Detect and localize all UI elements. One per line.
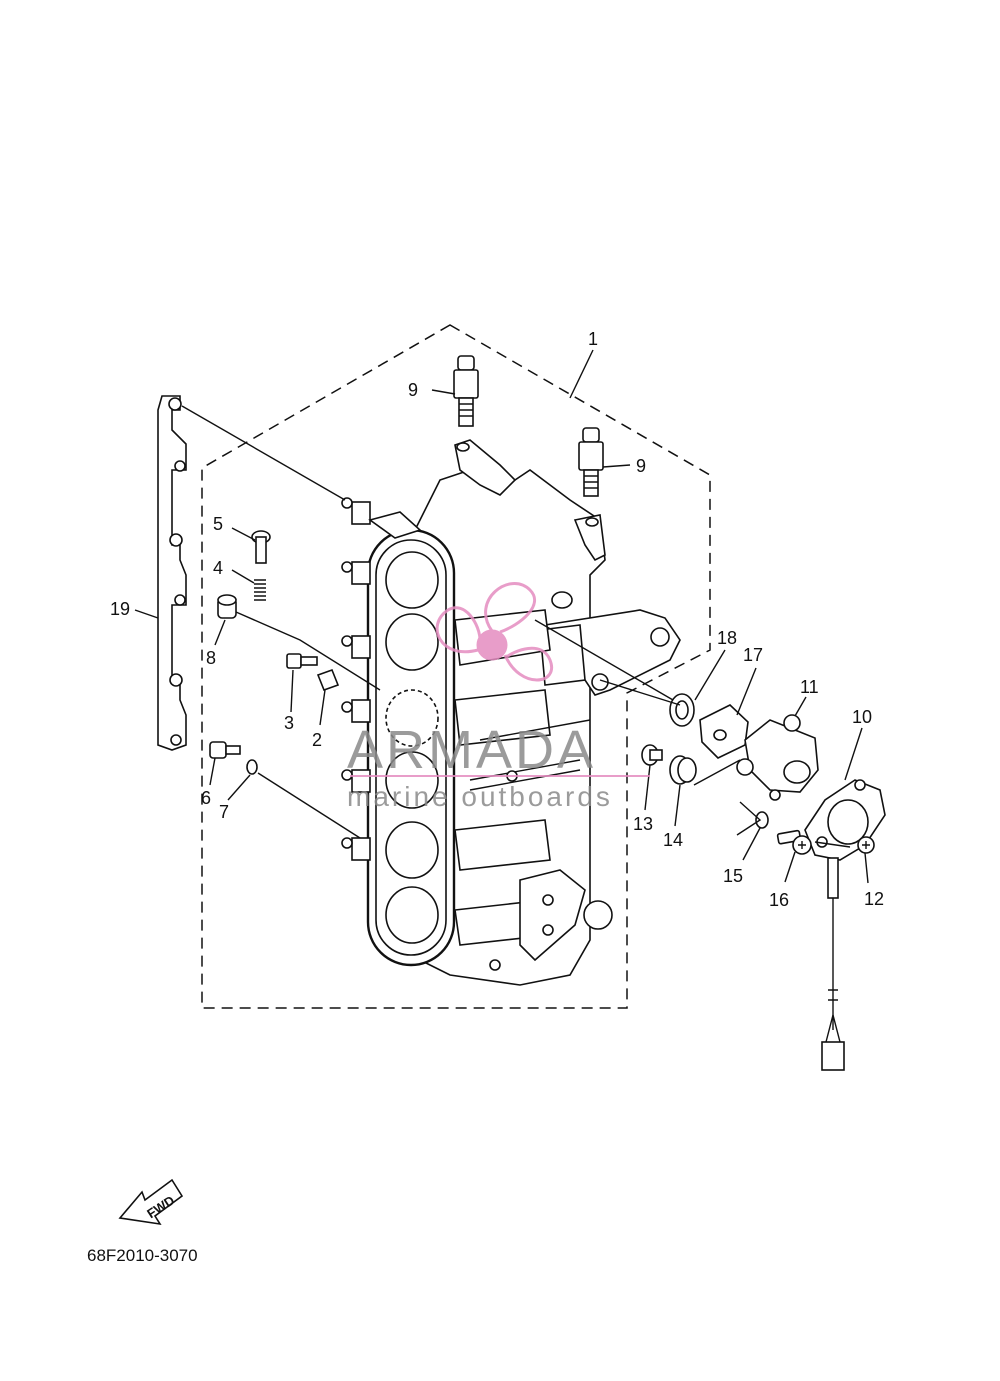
assembly-lines [181,405,851,848]
callout-13: 13 [633,814,653,834]
callout-1: 1 [588,329,598,349]
spring-part-4 [254,579,266,601]
washer-part-7 [246,759,258,775]
callout-15: 15 [723,866,743,886]
screw-part-6 [209,741,241,759]
callout-8: 8 [206,648,216,668]
callout-11: 11 [800,677,819,697]
propeller-logo [435,582,554,682]
callout-10: 10 [852,707,872,727]
fwd-arrow: FWD [118,1178,184,1226]
watermark-tagline: marine outboards [347,781,613,812]
washer-part-15 [755,811,769,829]
watermark-brand: ARMADA [347,720,596,780]
screw-part-13 [641,744,663,766]
nut-part-2 [316,668,340,692]
sensor-part-10 [804,779,886,1071]
screw-part-5 [251,530,271,564]
hose-fitting-right [578,427,604,497]
throttle-body-part [409,439,681,986]
callout-4: 4 [213,558,223,578]
callout-5: 5 [213,514,223,534]
watermark: ARMADA marine outboards [347,582,650,812]
callout-17: 17 [743,645,763,665]
callout-19: 19 [110,599,130,619]
collar-part-14 [669,755,697,785]
callout-6: 6 [201,788,211,808]
callout-9-upper: 9 [408,380,418,400]
callout-labels: 1 2 3 4 5 6 7 8 9 9 10 11 12 13 14 15 16… [110,329,884,910]
block-part-17 [699,704,749,759]
callout-16: 16 [769,890,789,910]
part-code: 68F2010-3070 [87,1246,198,1265]
assembly-outline [201,324,711,1009]
holder-part-11 [736,714,819,801]
callout-18: 18 [717,628,737,648]
screw-part-16 [776,829,812,855]
callout-12: 12 [864,889,884,909]
callout-7: 7 [219,802,229,822]
callout-3: 3 [284,713,294,733]
hose-fitting-upper [453,355,479,427]
cap-part-8 [217,594,237,619]
screw-part-12 [857,836,875,854]
screw-part-3 [286,653,318,669]
callout-2: 2 [312,730,322,750]
callout-9-right: 9 [636,456,646,476]
callout-14: 14 [663,830,683,850]
intake-flange-part [341,497,456,967]
spring-part-18 [669,693,695,727]
leader-lines [134,349,869,884]
gasket-part [157,395,187,751]
